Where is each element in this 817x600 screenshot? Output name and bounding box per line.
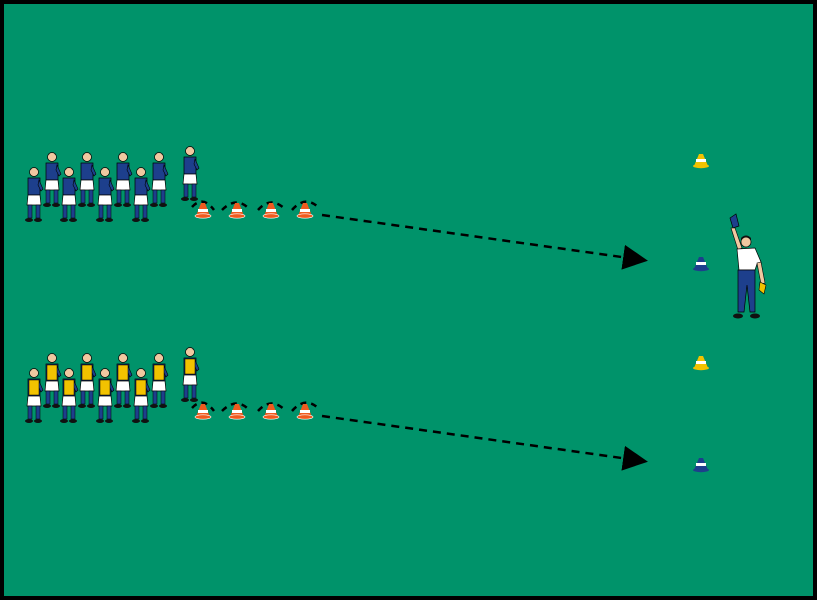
arrow-icon xyxy=(321,213,648,270)
coach-icon xyxy=(729,213,767,319)
lane-1 xyxy=(24,146,648,270)
arrow-icon xyxy=(321,414,648,471)
lane-2 xyxy=(24,347,648,471)
